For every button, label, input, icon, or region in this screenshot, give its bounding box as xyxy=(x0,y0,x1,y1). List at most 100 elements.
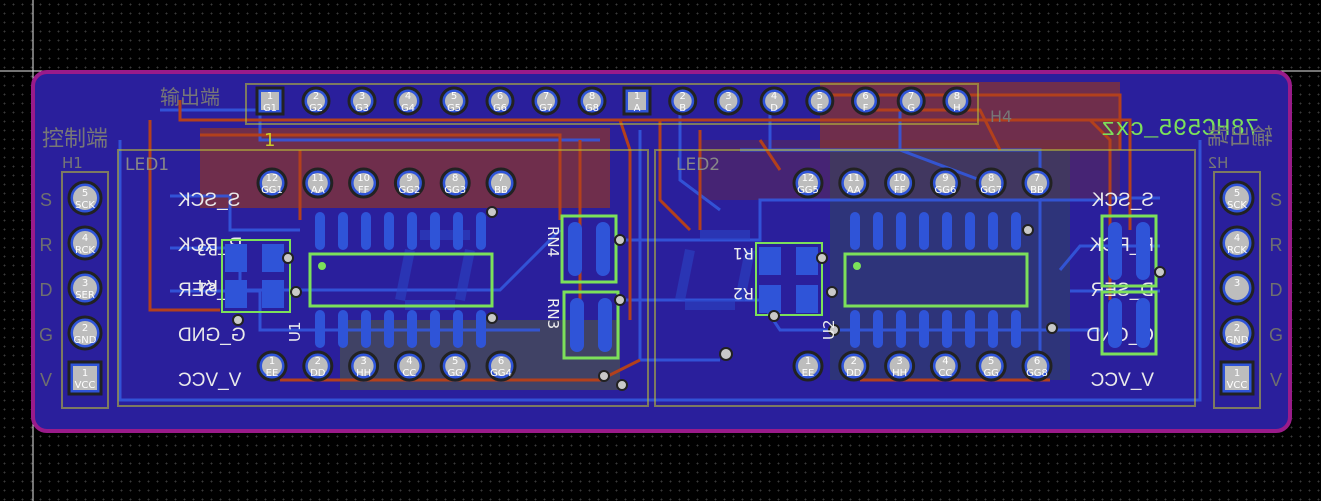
led1-pin-b6-label: GG4 xyxy=(490,368,512,379)
top-pin-G4-number: 4 xyxy=(405,91,411,102)
left_header-pin-3-number: 3 xyxy=(82,278,88,289)
led2-pin-b4[interactable]: 4CC xyxy=(929,350,961,382)
ic-pad xyxy=(873,310,883,348)
rn3-pack[interactable] xyxy=(562,290,620,360)
right_header-pin-1-label: SCK xyxy=(1227,200,1247,211)
top-pin-G2[interactable]: 2G2 xyxy=(301,86,331,116)
led1-label: LED1 xyxy=(125,155,169,175)
ic-pad xyxy=(315,310,325,348)
top-pin-D-number: 4 xyxy=(771,91,777,102)
led1-pin-b2-label: DD xyxy=(310,368,326,379)
led1-pin-t2-label: AA xyxy=(311,185,325,196)
right_header-pin-3-number: 3 xyxy=(1234,278,1240,289)
top-pin-G1[interactable]: 1G1 xyxy=(255,86,285,116)
led1-pin-b5[interactable]: 5GG xyxy=(439,350,471,382)
top-pin-F[interactable]: 6F xyxy=(851,86,880,116)
top-pin-G3[interactable]: 3G3 xyxy=(347,86,377,116)
rn4-pack[interactable] xyxy=(560,214,618,284)
right_header-pin-1-number: 5 xyxy=(1234,188,1240,199)
ic-pad xyxy=(873,212,883,250)
led1-pin-t3-number: 10 xyxy=(357,173,370,184)
right_header-pin-3[interactable]: 3 xyxy=(1219,270,1255,306)
led2-pin-b1[interactable]: 1EE xyxy=(792,350,824,382)
left_header-net-5: V_VCC xyxy=(178,370,241,391)
top-pin-G8[interactable]: 8G8 xyxy=(577,86,607,116)
r1-label: R1 xyxy=(733,244,754,263)
led1-pin-t5-number: 8 xyxy=(452,173,458,184)
right_header-pin-5-number: 1 xyxy=(1234,368,1240,379)
right_header-pin-5-label: VCC xyxy=(1227,380,1248,391)
ic-pad xyxy=(315,212,325,250)
led1-pin-b2-number: 2 xyxy=(315,356,321,367)
u1-pads xyxy=(315,212,486,348)
top-pin-G5[interactable]: 5G5 xyxy=(439,86,469,116)
led1-pin-t6[interactable]: 7BB xyxy=(485,167,517,199)
ic-pad xyxy=(988,212,998,250)
u1-label: U1 xyxy=(286,321,304,342)
right_header-letter-1: S xyxy=(1270,190,1282,210)
led1-pin-b1[interactable]: 1EE xyxy=(256,350,288,382)
top-pin-G7[interactable]: 7G7 xyxy=(531,86,561,116)
top-pin-C[interactable]: 3C xyxy=(713,86,743,116)
led1-pin-b4[interactable]: 4CC xyxy=(393,350,425,382)
ic-pad xyxy=(338,310,348,348)
top-pin-A[interactable]: 1A xyxy=(622,86,652,116)
top-pin-G6[interactable]: 6G6 xyxy=(485,86,515,116)
top-pin-G1-label: G1 xyxy=(263,103,277,114)
led2-pin-b5[interactable]: 5GG xyxy=(975,350,1007,382)
top-pin-D[interactable]: 4D xyxy=(759,86,789,116)
top-pin-H[interactable]: 8H xyxy=(942,86,972,116)
ic-pad xyxy=(850,310,860,348)
led2-pin-t6[interactable]: 7BB xyxy=(1021,167,1053,199)
led1-pin-b3[interactable]: 3HH xyxy=(348,350,380,382)
top-pin-A-number: 1 xyxy=(634,91,640,102)
top-pin-G[interactable]: 7G xyxy=(896,86,926,116)
top-pin-G4[interactable]: 4G4 xyxy=(393,86,423,116)
led2-pin-t3-label: FF xyxy=(894,185,906,196)
u1-chip[interactable] xyxy=(308,252,494,308)
led2-pin-b1-label: EE xyxy=(802,368,815,379)
ic-pad xyxy=(453,212,463,250)
top-header-ref: H4 xyxy=(990,107,1012,126)
u2-chip[interactable] xyxy=(843,252,1029,308)
led2-pin-b2[interactable]: 2DD xyxy=(838,350,870,382)
led2-pin-b4-label: CC xyxy=(938,368,952,379)
led1-pin-b2[interactable]: 2DD xyxy=(302,350,334,382)
right-resistor-packs[interactable] xyxy=(1100,214,1158,356)
top-pin-E[interactable]: 5E xyxy=(805,86,835,116)
r1-r2-resistors[interactable] xyxy=(755,242,823,316)
r3-r4-resistors[interactable] xyxy=(221,239,291,313)
top-pin-G3-number: 3 xyxy=(359,91,365,102)
led2-pin-b3[interactable]: 3HH xyxy=(884,350,916,382)
led1-pin-b1-label: EE xyxy=(266,368,279,379)
top-pin-H-number: 8 xyxy=(954,91,960,102)
led1-pin-b4-label: CC xyxy=(402,368,416,379)
top-pin-G1-number: 1 xyxy=(267,91,273,102)
top-pin-B[interactable]: 2B xyxy=(668,86,698,116)
left_header-pin-4-label: GND xyxy=(74,335,97,346)
